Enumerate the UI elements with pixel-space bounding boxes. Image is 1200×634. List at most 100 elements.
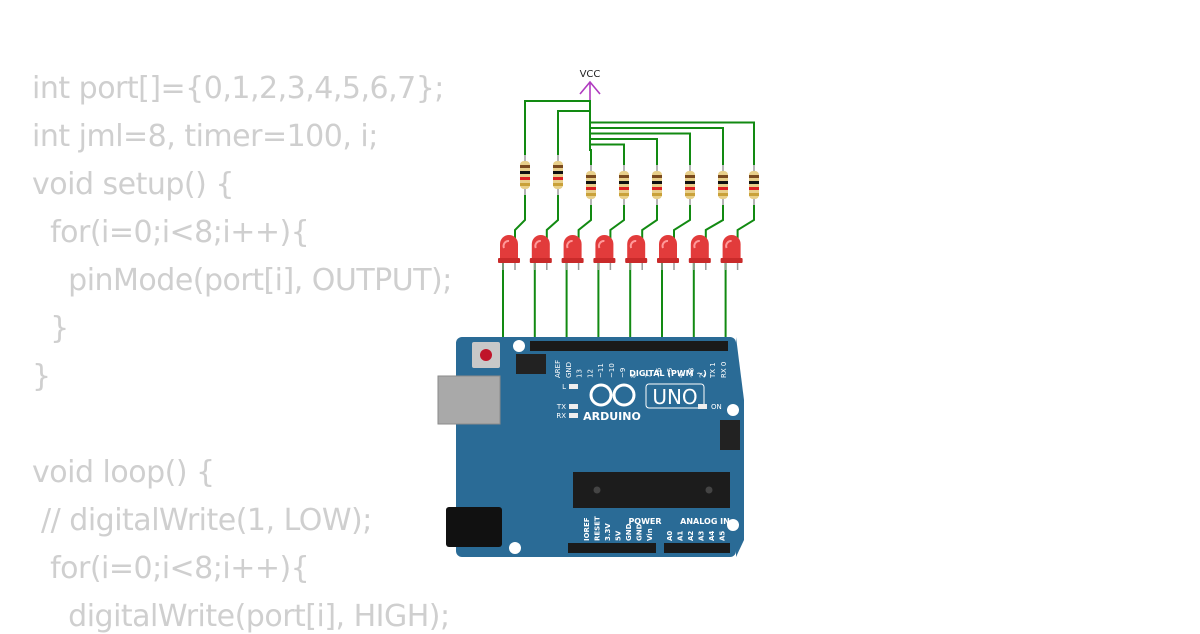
l-led [569, 384, 578, 389]
arduino-uno-board: ARDUINO UNO DIGITAL (PWM ~) POWER ANALOG… [437, 337, 744, 557]
mounting-hole [513, 340, 525, 352]
code-line-9: void loop() { [32, 455, 215, 490]
vcc-label: VCC [580, 69, 601, 80]
icsp-header-2 [720, 420, 740, 450]
analog-header-strip [664, 543, 730, 553]
power-header-strip [568, 543, 656, 553]
code-line-11: for(i=0;i<8;i++){ [32, 551, 310, 586]
digital-pin-label: TX 1 [709, 362, 717, 379]
code-line-1: int port[]={0,1,2,3,4,5,6,7}; [32, 71, 444, 106]
wire-vcc-1 [557, 100, 591, 155]
digital-pin-label: 2 [698, 374, 706, 378]
power-pin-label: 5V [615, 530, 623, 541]
digital-pin-label: 8 [630, 374, 638, 378]
on-led [698, 404, 707, 409]
analog-pin-label: A1 [677, 531, 685, 541]
resistor [749, 165, 759, 205]
icsp-header [516, 354, 546, 374]
tx-led-label: TX [556, 403, 566, 411]
led [657, 235, 679, 270]
digital-pin-label: ~11 [597, 363, 605, 378]
resistor [586, 165, 596, 205]
power-pin-label: Vin [646, 528, 654, 541]
board-model: UNO [652, 385, 697, 409]
vcc-symbol: VCC [579, 69, 601, 100]
chip-dot [593, 486, 601, 494]
code-line-4: for(i=0;i<8;i++){ [32, 215, 310, 250]
led [720, 235, 743, 270]
code-line-10: // digitalWrite(1, LOW); [32, 503, 372, 538]
wire-vcc-5 [589, 100, 691, 165]
resistor [520, 155, 530, 195]
code-line-2: int jml=8, timer=100, i; [32, 119, 378, 154]
analog-pin-label: A4 [708, 531, 716, 541]
code-line-7: } [32, 359, 51, 394]
mounting-hole [727, 519, 739, 531]
analog-pin-label: A5 [719, 531, 727, 541]
led [688, 235, 711, 270]
code-line-6: } [32, 311, 69, 346]
analog-header-label: ANALOG IN [680, 517, 730, 526]
code-line-12: digitalWrite(port[i], HIGH); [32, 599, 450, 634]
digital-pin-label: ~10 [608, 363, 616, 378]
digital-pin-label: 7 [644, 374, 652, 378]
leds [498, 235, 743, 270]
led [529, 235, 552, 270]
digital-pin-label: ~9 [619, 368, 627, 378]
power-pin-label: GND [636, 523, 644, 541]
l-led-label: L [562, 383, 566, 391]
analog-pin-label: A3 [698, 531, 706, 541]
digital-pin-label: ~6 [655, 367, 663, 378]
power-jack [446, 507, 502, 547]
power-pin-label: IOREF [583, 517, 591, 541]
code-line-5: pinMode(port[i], OUTPUT); [32, 263, 452, 298]
wire-vcc-7 [589, 100, 755, 165]
analog-pin-label: A0 [666, 531, 674, 541]
digital-header-label: DIGITAL (PWM ~) [629, 369, 707, 378]
code-line-3: void setup() { [32, 167, 234, 202]
rx-led [569, 413, 578, 418]
digital-pin-label: 12 [586, 369, 594, 378]
led [593, 235, 616, 270]
tx-led [569, 404, 578, 409]
arduino-logo-icon [589, 383, 636, 407]
led [561, 235, 584, 270]
resistors [520, 155, 759, 205]
wires [502, 100, 755, 346]
digital-pin-label: ~5 [666, 368, 674, 378]
led [498, 235, 520, 270]
resistor [685, 165, 695, 205]
usb-port [437, 375, 501, 425]
digital-pin-label: RX 0 [720, 362, 728, 378]
board-brand: ARDUINO [583, 410, 641, 423]
chip-dot [705, 486, 713, 494]
model-box [645, 383, 705, 409]
vcc-arrow-icon [579, 80, 601, 100]
digital-pin-label: 4 [677, 373, 685, 378]
power-header-label: POWER [628, 517, 661, 526]
power-pin-label: GND [625, 523, 633, 541]
resistor [718, 165, 728, 205]
digital-pin-label: GND [565, 362, 573, 378]
power-pin-label: 3.3V [604, 523, 612, 541]
mounting-hole [727, 404, 739, 416]
analog-pin-label: A2 [687, 531, 695, 541]
digital-pin-label: 13 [576, 369, 584, 378]
digital-pin-label: ~3 [688, 368, 696, 378]
resistor [553, 155, 563, 195]
on-led-label: ON [711, 403, 722, 411]
rx-led-label: RX [556, 412, 566, 420]
power-pin-label: RESET [594, 516, 602, 541]
mounting-hole [509, 542, 521, 554]
resistor [652, 165, 662, 205]
resistor [619, 165, 629, 205]
reset-button[interactable] [480, 349, 492, 361]
digital-header [530, 341, 728, 351]
digital-pin-label: AREF [554, 360, 562, 378]
led [625, 235, 648, 270]
